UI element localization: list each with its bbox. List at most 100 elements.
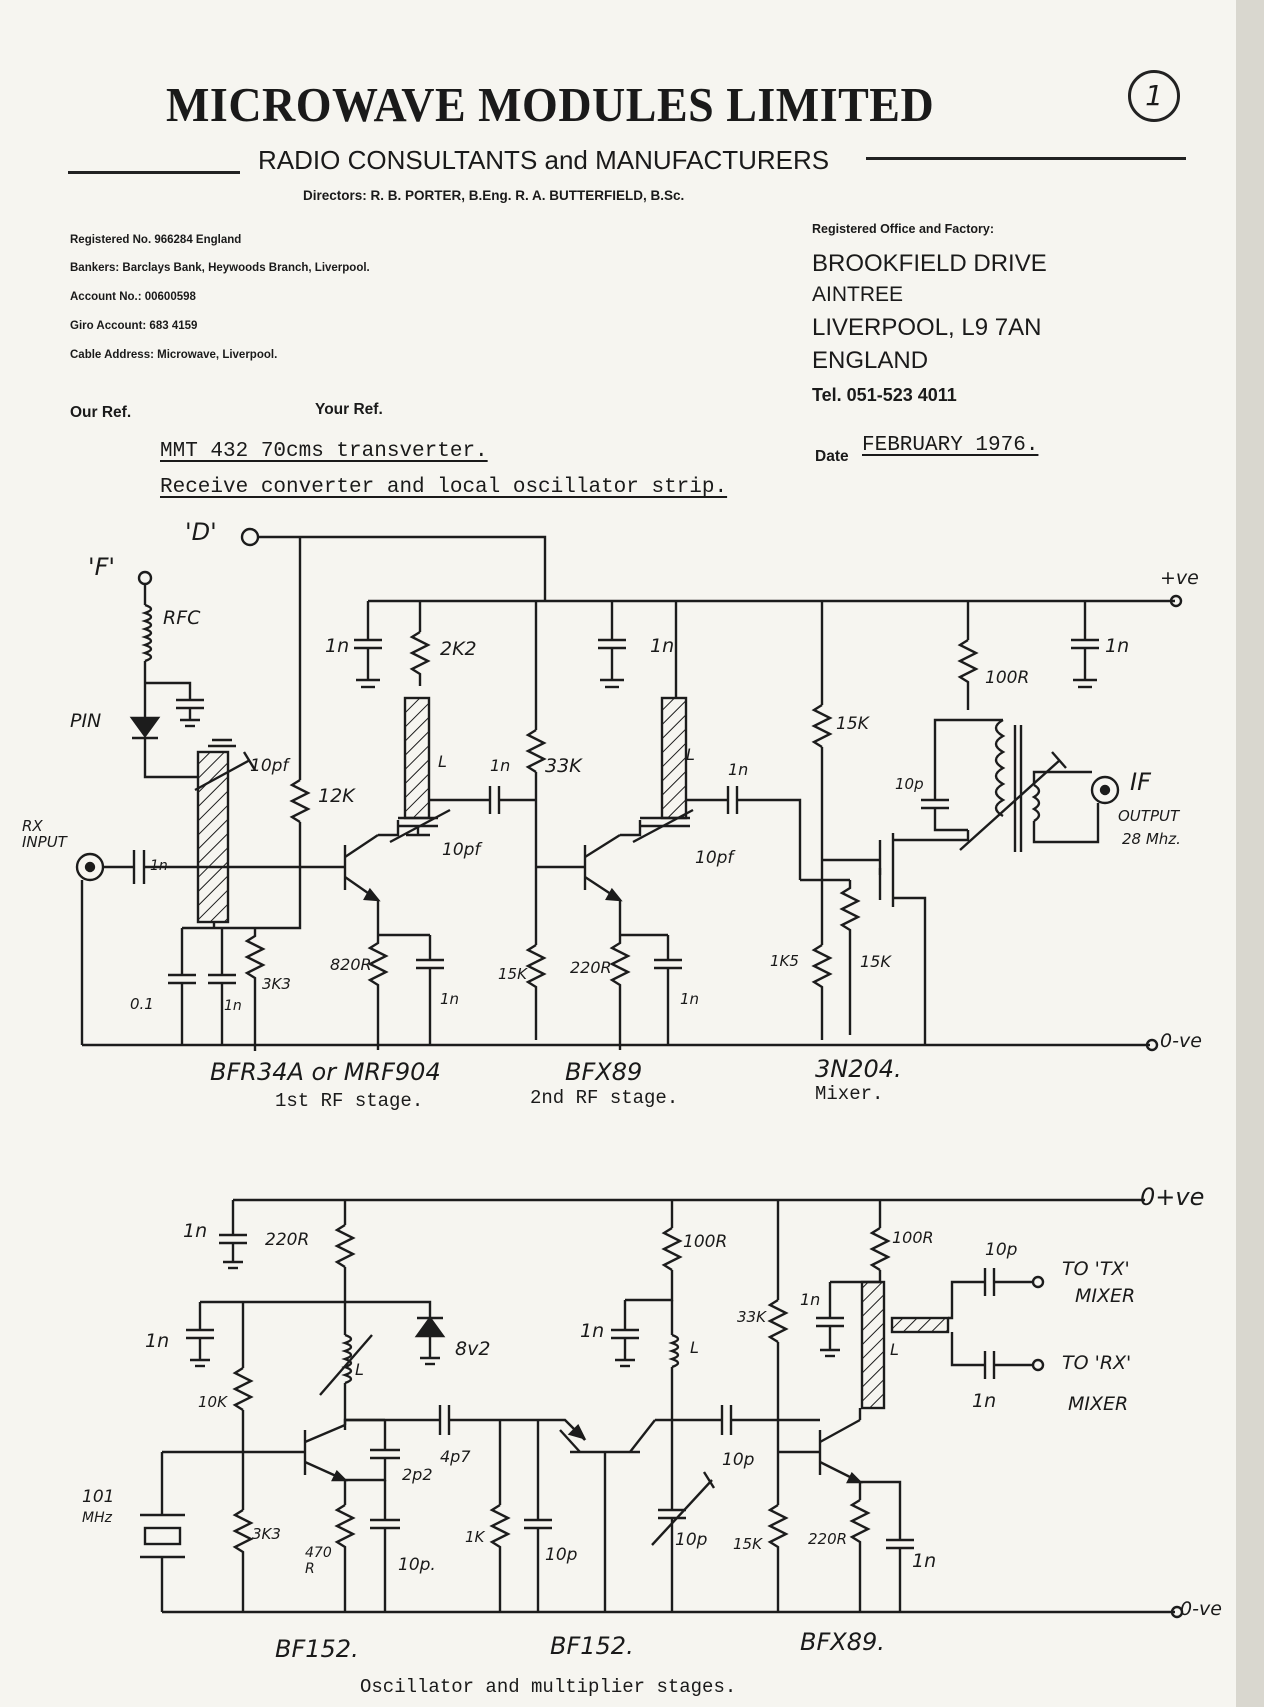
stage3-device: 3N204. [815, 1055, 902, 1083]
label-if-freq: 28 Mhz. [1122, 830, 1181, 848]
label-c-10pf-c: 10pf [695, 848, 734, 868]
osc-coil-l1 [341, 1333, 353, 1385]
label-to-tx: TO 'TX' [1062, 1258, 1130, 1280]
r-100r-osc-a [661, 1226, 683, 1272]
label-r-3k3: 3K3 [262, 975, 291, 993]
label-osc-c-4p7: 4p7 [440, 1447, 471, 1466]
label-if: IF [1130, 768, 1151, 796]
osc-ground-terminal [1170, 1605, 1184, 1619]
label-osc-c-1n-c: 1n [580, 1320, 605, 1342]
if-coil [994, 718, 1006, 818]
label-c-1n-a: 1n [224, 998, 242, 1014]
rx-ground-terminal [1145, 1038, 1159, 1052]
label-r-15k-a: 15K [498, 965, 527, 983]
stage3-name: Mixer. [815, 1083, 884, 1105]
label-xtal-mhz: MHz [82, 1510, 112, 1526]
stage1-device: BFR34A or MRF904 [210, 1058, 441, 1086]
label-zener: 8v2 [455, 1338, 491, 1360]
osc-line-l3 [860, 1280, 886, 1410]
address-line-1: BROOKFIELD DRIVE [812, 250, 1047, 277]
receiver-schematic [75, 527, 1183, 1052]
r-220r-osc [334, 1223, 356, 1269]
rx-positive-terminal [1169, 594, 1183, 608]
tagline-rule-right [866, 157, 1186, 160]
office-label: Registered Office and Factory: [812, 222, 994, 236]
label-osc-r-33k: 33K [737, 1308, 766, 1326]
rx-line-l2 [660, 696, 688, 820]
r-15k-a [525, 943, 547, 1040]
zener-diode [414, 1315, 446, 1338]
label-osc-r-220r: 220R [265, 1230, 310, 1250]
label-c-in1: 1n [150, 858, 168, 874]
label-r-100r: 100R [985, 668, 1030, 688]
label-rfc: RFC [163, 607, 201, 629]
label-osc-vplus: 0+ve [1140, 1183, 1205, 1211]
label-osc-l2: L [690, 1338, 699, 1357]
r-2k2 [409, 630, 431, 686]
osc-stage3-device: BFX89. [800, 1628, 885, 1656]
r-12k [289, 778, 311, 824]
label-osc-c-1n-d: 1n [800, 1290, 821, 1309]
d-terminal [240, 527, 260, 547]
directors-line: Directors: R. B. PORTER, B.Eng. R. A. BU… [303, 188, 685, 203]
label-osc-r-15k: 15K [733, 1535, 762, 1553]
label-if-output: OUTPUT [1118, 807, 1180, 825]
if-output-connector [1090, 775, 1120, 805]
r-15k-top [811, 703, 833, 749]
subject-line-2: Receive converter and local oscillator s… [160, 476, 728, 499]
label-c-1n-top2: 1n [650, 635, 675, 657]
label-c-1n-cpl1: 1n [490, 756, 511, 775]
label-r-820: 820R [330, 955, 372, 974]
registered-number: Registered No. 966284 England [70, 234, 242, 246]
label-l1: L [438, 752, 447, 771]
stage2-device: BFX89 [565, 1058, 643, 1086]
address-line-4: ENGLAND [812, 347, 929, 374]
label-c-10pf-a: 10pf [250, 756, 289, 776]
to-tx-terminal [1031, 1275, 1045, 1289]
coupling-strip [890, 1316, 950, 1334]
osc-stage1-device: BF152. [275, 1635, 359, 1663]
label-osc-c-10p-var: 10p [675, 1530, 708, 1550]
label-osc-c-10p-b: 10p [545, 1545, 578, 1565]
label-osc-c-10p-c: 10p [722, 1450, 755, 1470]
label-pin: PIN [70, 710, 102, 732]
label-osc-l3: L [890, 1340, 899, 1359]
label-rx-vplus: +ve [1160, 567, 1199, 589]
label-osc-c-1n-out: 1n [972, 1390, 997, 1412]
date-value: FEBRUARY 1976. [862, 434, 1039, 457]
label-osc-c-10p-out: 10p [985, 1240, 1018, 1260]
label-osc-c-1n-e: 1n [912, 1550, 937, 1572]
r-33k-osc [767, 1298, 789, 1344]
label-osc-vminus: 0-ve [1180, 1598, 1222, 1620]
label-c-1n-cpl2: 1n [728, 760, 749, 779]
label-to-rx-mixer: MIXER [1068, 1393, 1129, 1415]
pin-diode [129, 716, 161, 739]
stage2-name: 2nd RF stage. [530, 1087, 679, 1109]
osc-caption: Oscillator and multiplier stages. [360, 1676, 737, 1698]
r-15k-b [839, 880, 861, 1035]
f-terminal [137, 570, 153, 586]
r-15k-osc [767, 1503, 789, 1612]
label-r-15k-top: 15K [836, 714, 869, 734]
label-r-2k2: 2K2 [440, 638, 477, 660]
label-rx-input: RX INPUT [22, 817, 67, 851]
label-to-rx: TO 'RX' [1062, 1352, 1132, 1374]
r-3k3-osc [232, 1508, 254, 1612]
label-c-1n-e1: 1n [440, 990, 460, 1008]
your-ref-label: Your Ref. [315, 401, 383, 418]
rx-line-l1 [403, 696, 431, 820]
label-c-1n-e2: 1n [680, 990, 700, 1008]
our-ref-label: Our Ref. [70, 404, 132, 421]
d-line [258, 535, 547, 601]
tagline-rule-left [68, 171, 240, 174]
label-rx-vminus: 0-ve [1160, 1030, 1202, 1052]
account-number: Account No.: 00600598 [70, 291, 196, 303]
r-100r-osc-b [869, 1226, 891, 1272]
company-tagline: RADIO CONSULTANTS and MANUFACTURERS [258, 145, 830, 175]
if-secondary [1031, 783, 1041, 823]
label-osc-r-10k: 10K [198, 1393, 227, 1411]
rfc-coil [141, 603, 153, 663]
r-1k [489, 1503, 511, 1612]
r-220r-rx [609, 935, 631, 1050]
